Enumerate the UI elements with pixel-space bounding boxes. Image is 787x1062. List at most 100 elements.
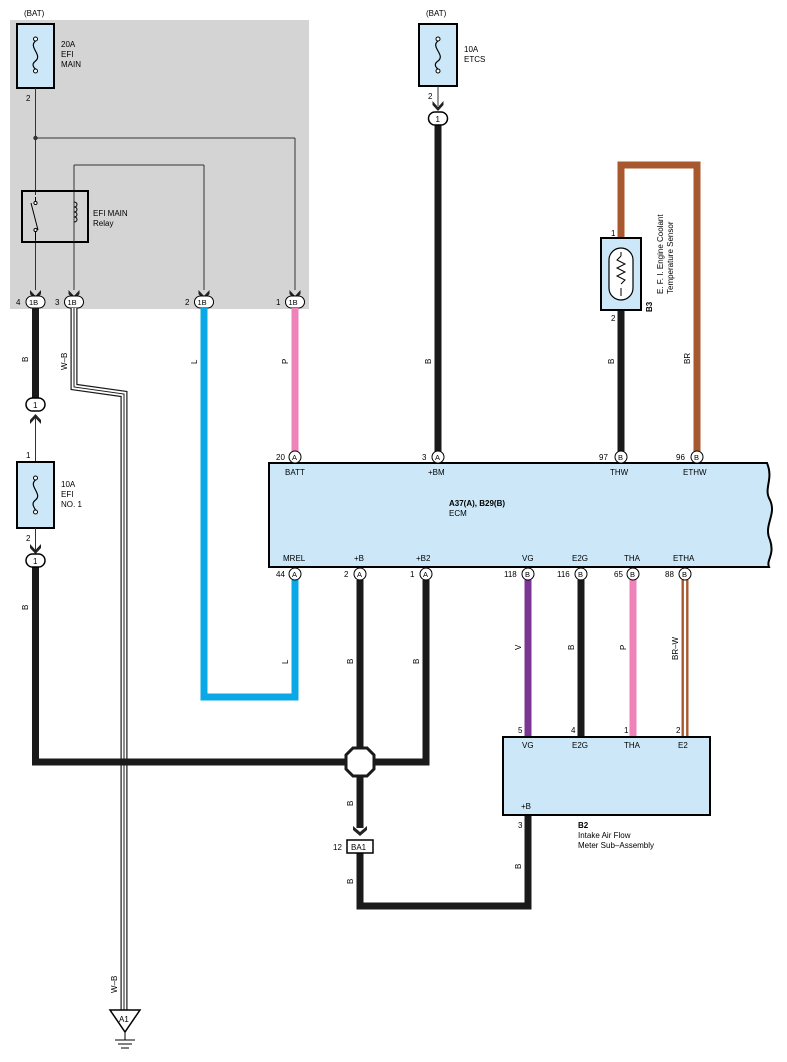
svg-text:VG: VG xyxy=(522,741,534,750)
maf-pin-tha: 1 THA xyxy=(624,726,641,750)
wire-label-w9: L xyxy=(281,659,290,664)
svg-text:ETHA: ETHA xyxy=(673,554,695,563)
svg-text:88: 88 xyxy=(665,570,674,579)
maf-pin-e2: 2 E2 xyxy=(676,726,688,750)
ecm-pin-ethw: B 96 ETHW xyxy=(676,450,707,477)
maf-id: B2 xyxy=(578,821,589,830)
junction-pin-2: 1B 2 xyxy=(185,295,214,309)
svg-text:1B: 1B xyxy=(68,298,77,307)
svg-text:1: 1 xyxy=(624,726,629,735)
wire-b-plus-b2 xyxy=(374,580,430,766)
efi-no1-fuse-icon xyxy=(16,461,55,554)
maf-box xyxy=(502,736,711,816)
svg-text:1: 1 xyxy=(33,557,38,566)
svg-text:118: 118 xyxy=(504,570,517,579)
etcs-name: ETCS xyxy=(464,55,485,64)
svg-text:BATT: BATT xyxy=(285,468,305,477)
ecm-pin-mrel: MREL A 44 xyxy=(276,554,306,581)
ecm-pin-batt: A 20 BATT xyxy=(276,450,305,477)
efi-main-relay-icon xyxy=(21,190,89,243)
junction-pin-3: 1B 3 xyxy=(55,295,84,309)
inline-connector-a: 1 xyxy=(25,397,46,462)
svg-text:97: 97 xyxy=(599,453,608,462)
etcs-fuse-icon xyxy=(418,23,458,111)
svg-text:1B: 1B xyxy=(198,298,207,307)
ground-name: A1 xyxy=(119,1015,129,1024)
svg-text:3: 3 xyxy=(422,453,427,462)
svg-text:4: 4 xyxy=(571,726,576,735)
wire-w-b-ground xyxy=(70,308,128,1010)
panel-splice-dot xyxy=(33,135,38,141)
sensor-pin-top: 1 xyxy=(611,229,616,238)
svg-text:1B: 1B xyxy=(29,298,38,307)
svg-text:4: 4 xyxy=(16,298,21,307)
svg-text:1: 1 xyxy=(436,115,441,124)
svg-text:A: A xyxy=(435,453,440,462)
svg-text:1: 1 xyxy=(410,570,415,579)
svg-text:ETHW: ETHW xyxy=(683,468,707,477)
svg-text:A: A xyxy=(292,570,297,579)
svg-text:E2G: E2G xyxy=(572,554,588,563)
svg-text:3: 3 xyxy=(55,298,60,307)
efi-main-supply-label: (BAT) xyxy=(24,9,45,18)
maf-pin-e2g: 4 E2G xyxy=(571,726,588,750)
svg-text:1B: 1B xyxy=(289,298,298,307)
efi-no1-pin-bottom: 2 xyxy=(26,534,31,543)
efi-no1-rating: 10A xyxy=(61,480,76,489)
svg-text:96: 96 xyxy=(676,453,685,462)
svg-text:THA: THA xyxy=(624,741,641,750)
wire-label-w18: B xyxy=(514,864,523,869)
coolant-sensor-icon xyxy=(600,237,642,311)
svg-text:12: 12 xyxy=(333,843,342,852)
svg-text:1: 1 xyxy=(33,401,38,410)
ba1-connector: BA1 12 xyxy=(333,826,374,854)
efi-main-name1: EFI xyxy=(61,50,73,59)
wire-label-w1: B xyxy=(21,357,30,362)
ecm-subtitle: ECM xyxy=(449,509,467,518)
ecm-box xyxy=(268,462,773,568)
maf-pin-vg: 5 VG xyxy=(518,726,534,750)
svg-text:2: 2 xyxy=(185,298,190,307)
wire-b-ba1-maf xyxy=(356,815,532,910)
etcs-supply-label: (BAT) xyxy=(426,9,447,18)
svg-text:E2: E2 xyxy=(678,741,688,750)
svg-text:A: A xyxy=(357,570,362,579)
ecm-pin-plus-b2: +B2 A 1 xyxy=(410,554,433,581)
svg-text:B: B xyxy=(682,570,687,579)
svg-text:+B2: +B2 xyxy=(416,554,431,563)
svg-text:2: 2 xyxy=(676,726,681,735)
wire-label-w14: P xyxy=(619,645,628,650)
wire-label-w2: W–B xyxy=(60,353,69,370)
ecm-pin-vg: VG B 118 xyxy=(504,554,535,581)
ecm-pin-e2g: E2G B 116 xyxy=(557,554,588,581)
svg-text:B: B xyxy=(630,570,635,579)
efi-no1-name2: NO. 1 xyxy=(61,500,82,509)
svg-text:B: B xyxy=(618,453,623,462)
svg-text:A: A xyxy=(423,570,428,579)
svg-text:MREL: MREL xyxy=(283,554,306,563)
maf-plus-b-label: +B xyxy=(521,802,531,811)
wire-l-blue xyxy=(200,308,299,701)
svg-text:B: B xyxy=(694,453,699,462)
svg-text:THW: THW xyxy=(610,468,629,477)
wire-label-w19: W–B xyxy=(110,976,119,993)
inline-connector-c: 1 xyxy=(427,111,449,126)
efi-main-name2: MAIN xyxy=(61,60,81,69)
relay-name1: EFI MAIN xyxy=(93,209,128,218)
svg-text:A: A xyxy=(292,453,297,462)
svg-text:65: 65 xyxy=(614,570,623,579)
ecm-pin-thw: B 97 THW xyxy=(599,450,629,477)
svg-text:116: 116 xyxy=(557,570,570,579)
svg-text:2: 2 xyxy=(344,570,349,579)
sensor-id: B3 xyxy=(645,301,654,312)
efi-main-pin: 2 xyxy=(26,94,31,103)
wire-label-w13: B xyxy=(567,645,576,650)
svg-text:5: 5 xyxy=(518,726,523,735)
wire-br-brown xyxy=(617,161,701,452)
ecm-pin-plus-bm: A 3 +BM xyxy=(422,450,445,477)
svg-text:+BM: +BM xyxy=(428,468,445,477)
svg-text:44: 44 xyxy=(276,570,285,579)
etcs-rating: 10A xyxy=(464,45,479,54)
svg-text:B: B xyxy=(578,570,583,579)
